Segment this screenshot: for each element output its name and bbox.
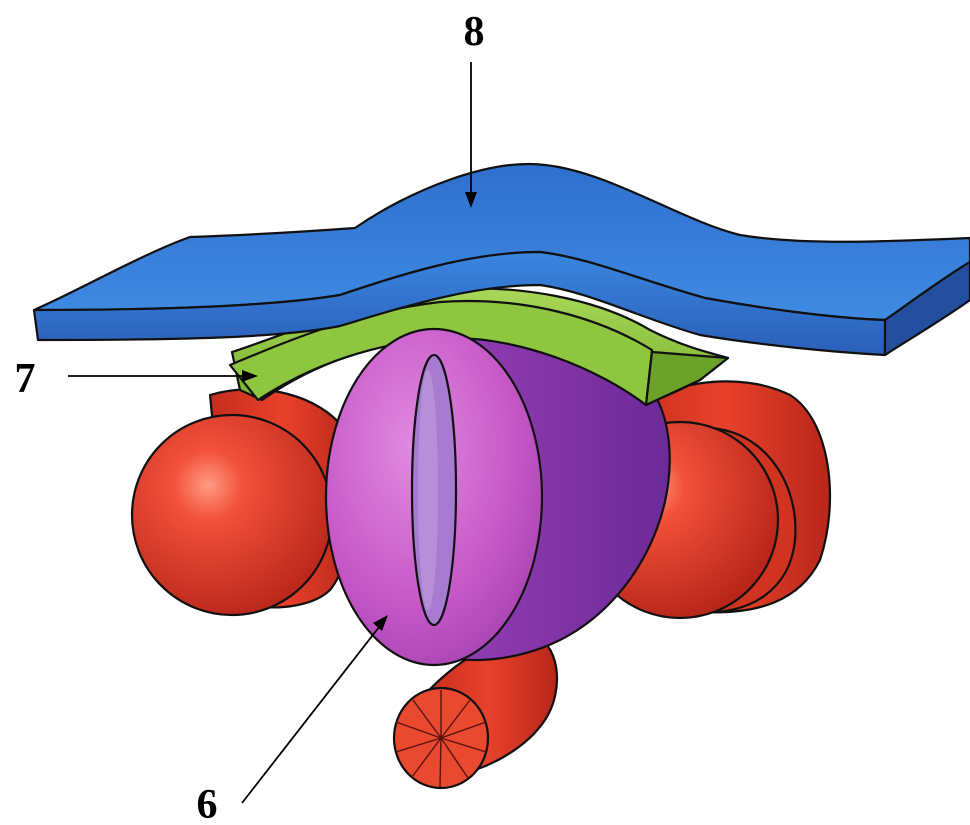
purple-face bbox=[326, 329, 542, 665]
left-red-lobe bbox=[132, 389, 356, 615]
label-6-group: 6 bbox=[197, 615, 389, 825]
leader-line-6 bbox=[242, 622, 383, 803]
label-7: 7 bbox=[15, 356, 36, 402]
label-8: 8 bbox=[464, 9, 485, 55]
label-6: 6 bbox=[197, 782, 218, 825]
